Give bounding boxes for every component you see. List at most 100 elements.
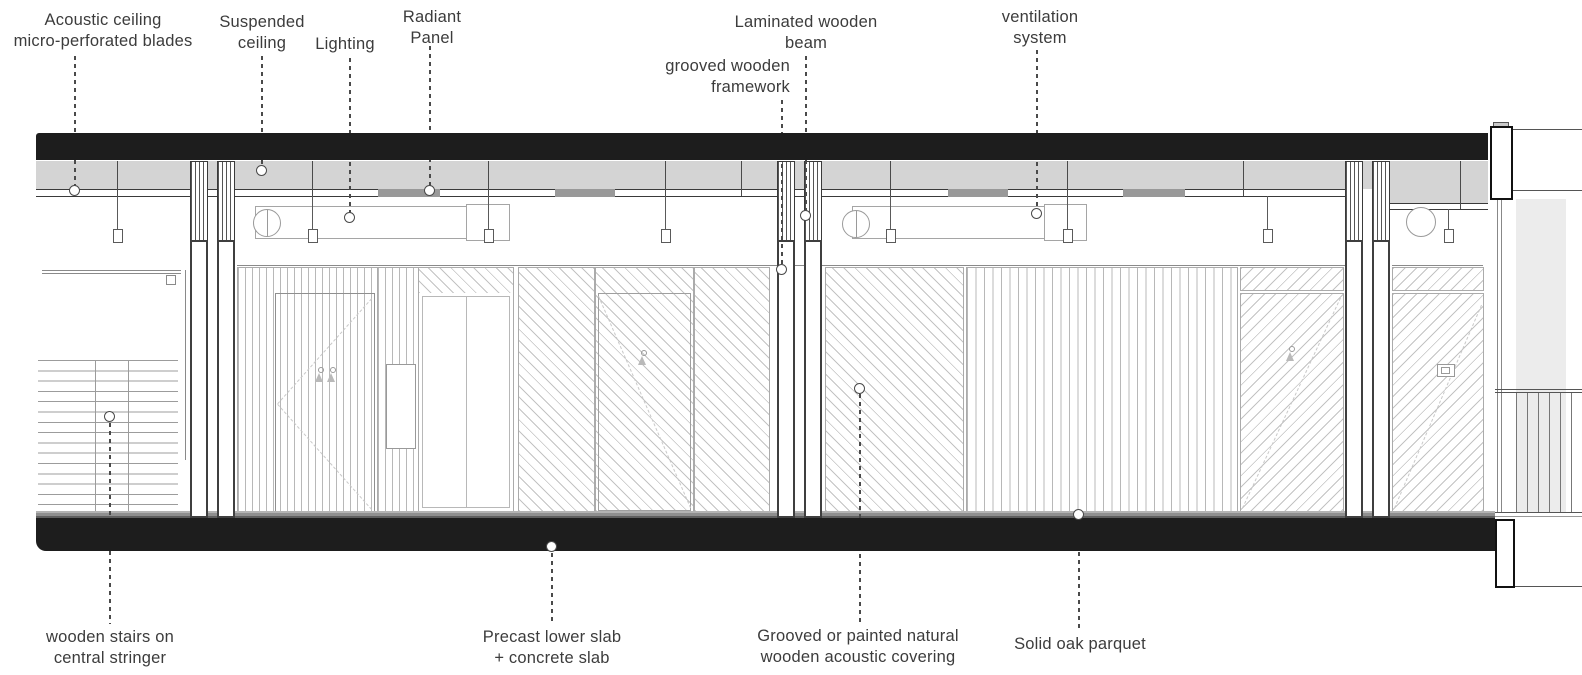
leader-precast-slab <box>551 553 553 623</box>
balcony-rail-top <box>1495 389 1582 390</box>
balcony-line <box>1512 129 1582 130</box>
pendant-hanger <box>1067 196 1068 229</box>
leader-acoustic-covering <box>859 394 861 622</box>
leader-dot-acoustic-ceiling <box>69 185 80 196</box>
label-grooved-framework: grooved wooden framework <box>665 57 790 96</box>
facade-column-bottom <box>1495 519 1515 588</box>
leader-dot-precast-slab <box>546 541 557 552</box>
pendant-light <box>1444 229 1454 243</box>
suspended-ceiling-line <box>1390 203 1488 204</box>
lower-facade-line <box>1513 586 1582 587</box>
wall-inset-panel <box>386 364 416 449</box>
leader-dot-suspended-ceiling <box>256 165 267 176</box>
ceiling-joint-tick <box>488 161 489 196</box>
pendant-hanger <box>890 196 891 229</box>
elevator-transom-hatch <box>419 268 513 293</box>
label-ventilation-system: ventilation system <box>1001 8 1079 47</box>
wall-head-line <box>1392 265 1483 266</box>
suspended-ceiling-line <box>36 189 1345 190</box>
duct-circle-icon <box>842 210 870 238</box>
framework-column <box>190 161 235 518</box>
ceiling-joint-tick <box>117 161 118 196</box>
wall-panel-hatched <box>518 267 595 512</box>
door-transom-hatch <box>1240 267 1344 291</box>
laminated-beam-bar <box>217 240 235 518</box>
pendant-hanger <box>488 196 489 229</box>
grooved-framework-bar <box>1345 161 1363 241</box>
ceiling-joint-tick <box>741 161 742 196</box>
balcony-floor-line <box>1495 512 1582 513</box>
wall-panel-grooved-large <box>966 267 1238 512</box>
door-panel-hatched <box>595 267 694 512</box>
duct-circle-icon <box>253 209 281 237</box>
railing-post <box>185 270 186 460</box>
lock-icon <box>166 275 176 285</box>
upper-floor-slab <box>36 133 1488 160</box>
ceiling-joint-tick <box>1067 161 1068 196</box>
floor-finish-strip <box>36 511 1495 518</box>
door-panel-hatched <box>1240 293 1344 512</box>
leader-ventilation-system <box>1036 50 1038 209</box>
laminated-beam-bar <box>804 240 822 518</box>
lower-floor-slab <box>36 518 1495 551</box>
leader-suspended-ceiling <box>261 56 263 166</box>
radiant-panel <box>948 189 1008 197</box>
leader-dot-radiant-panel <box>424 185 435 196</box>
duct-circle-icon <box>1406 207 1436 237</box>
wooden-stairs <box>38 360 178 515</box>
ceiling-joint-tick <box>890 161 891 196</box>
grooved-framework-bar <box>190 161 208 241</box>
suspended-ceiling-line <box>36 196 1345 197</box>
wc-person-icon <box>315 367 324 383</box>
leader-dot-laminated-beam <box>800 210 811 221</box>
laminated-beam-bar <box>777 240 795 518</box>
pendant-light <box>308 229 318 243</box>
grooved-framework-bar <box>1372 161 1390 241</box>
label-laminated-beam: Laminated wooden beam <box>734 13 878 52</box>
pendant-hanger <box>1267 196 1268 229</box>
leader-dot-oak-parquet <box>1073 509 1084 520</box>
pendant-hanger <box>117 196 118 229</box>
laminated-beam-bar <box>1372 240 1390 518</box>
laminated-beam-bar <box>1345 240 1363 518</box>
label-radiant-panel: Radiant Panel <box>402 8 462 47</box>
leader-oak-parquet <box>1078 520 1080 630</box>
leader-dot-ventilation-system <box>1031 208 1042 219</box>
wall-panel-hatched <box>694 267 770 512</box>
glazing-line <box>1497 199 1498 513</box>
stair-railing <box>42 270 181 271</box>
leader-dot-lighting <box>344 212 355 223</box>
grooved-framework-bar <box>217 161 235 241</box>
label-precast-slab: Precast lower slab + concrete slab <box>482 628 622 667</box>
framework-column <box>1345 161 1390 518</box>
pendant-light <box>1063 229 1073 243</box>
label-acoustic-ceiling: Acoustic ceiling micro-perforated blades <box>13 11 193 50</box>
wc-person-icon <box>1286 346 1295 362</box>
pendant-light <box>1263 229 1273 243</box>
stair-railing <box>42 273 181 274</box>
balcony-rail-top <box>1495 392 1582 393</box>
pendant-light <box>484 229 494 243</box>
ceiling-joint-tick <box>312 161 313 196</box>
leader-grooved-framework <box>781 100 783 265</box>
stair-stringer-line <box>95 360 96 515</box>
leader-dot-acoustic-covering <box>854 383 865 394</box>
leader-radiant-panel <box>429 46 431 186</box>
ceiling-plenum <box>36 161 1488 189</box>
wc-person-icon <box>327 367 336 383</box>
device-icon-inner <box>1441 367 1450 374</box>
door-transom-hatch <box>1392 267 1484 291</box>
leader-dot-wooden-stairs <box>104 411 115 422</box>
balcony-railing-bars <box>1516 393 1576 513</box>
leader-dot-grooved-framework <box>776 264 787 275</box>
laminated-beam-bar <box>190 240 208 518</box>
suspended-ceiling-line <box>1390 209 1488 210</box>
door-panel-hatched <box>1392 293 1484 512</box>
glazing-line <box>1501 199 1502 513</box>
ceiling-joint-tick <box>1243 161 1244 196</box>
label-wooden-stairs: wooden stairs on central stringer <box>46 628 174 667</box>
pendant-hanger <box>1448 209 1449 229</box>
door-frame <box>598 293 691 511</box>
ceiling-joint-tick <box>665 161 666 196</box>
